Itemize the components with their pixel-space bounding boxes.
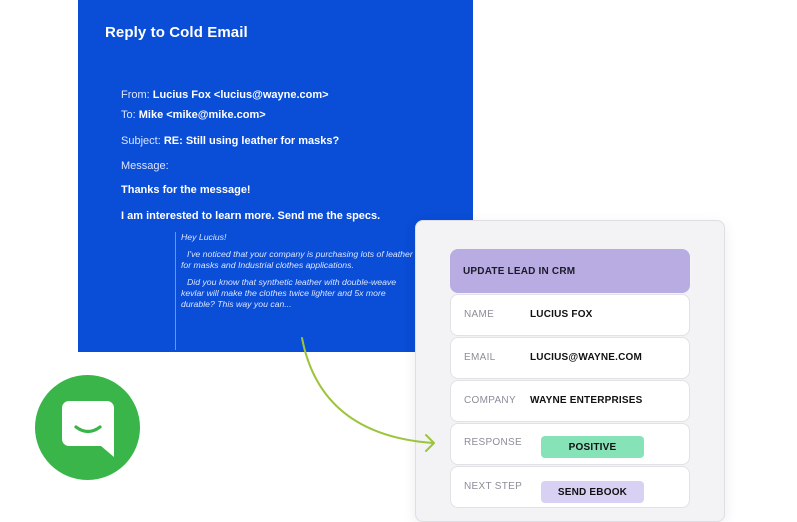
quote-paragraph-1: I've noticed that your company is purcha… (181, 249, 473, 271)
quote-greeting: Hey Lucius! (181, 232, 227, 242)
email-to: To: Mike <mike@mike.com> (121, 109, 266, 121)
field-label: EMAIL (464, 352, 496, 363)
email-card: Reply to Cold Email From: Lucius Fox <lu… (78, 0, 473, 352)
email-body-line-2: I am interested to learn more. Send me t… (121, 210, 381, 222)
crm-field-name[interactable]: NAME LUCIUS FOX (450, 294, 690, 336)
chat-logo-badge (35, 375, 140, 480)
email-message-label: Message: (121, 160, 169, 172)
crm-field-response[interactable]: RESPONSE POSITIVE (450, 423, 690, 465)
field-label: NEXT STEP (464, 481, 523, 492)
email-title: Reply to Cold Email (105, 24, 248, 41)
field-value: LUCIUS@WAYNE.COM (530, 352, 643, 363)
crm-update-card: UPDATE LEAD IN CRM NAME LUCIUS FOX EMAIL… (415, 220, 725, 522)
from-value: Lucius Fox <lucius@wayne.com> (152, 89, 329, 101)
field-value: WAYNE ENTERPRISES (530, 395, 643, 406)
subject-value: RE: Still using leather for masks? (163, 135, 340, 147)
chat-bubble-icon (62, 401, 114, 457)
message-label: Message: (121, 160, 169, 172)
crm-field-next-step[interactable]: NEXT STEP SEND EBOOK (450, 466, 690, 508)
quote-line-6: durable? This way you can... (181, 299, 292, 309)
next-step-ebook-pill: SEND EBOOK (541, 481, 644, 503)
response-positive-pill: POSITIVE (541, 436, 644, 458)
email-from: From: Lucius Fox <lucius@wayne.com> (121, 89, 329, 101)
curved-arrow-icon (301, 337, 435, 452)
to-value: Mike <mike@mike.com> (138, 109, 266, 121)
quote-line-3: for masks and Industrial clothes applica… (181, 260, 354, 270)
crm-field-company[interactable]: COMPANY WAYNE ENTERPRISES (450, 380, 690, 422)
field-label: COMPANY (464, 395, 516, 406)
email-body-line-1: Thanks for the message! (121, 184, 251, 196)
to-label: To: (121, 109, 136, 121)
field-value: LUCIUS FOX (530, 309, 593, 320)
field-label: NAME (464, 309, 495, 320)
subject-label: Subject: (121, 135, 161, 147)
quote-line-2: I've noticed that your company is purcha… (187, 249, 413, 259)
quote-line-4: Did you know that synthetic leather with… (187, 277, 397, 287)
crm-field-email[interactable]: EMAIL LUCIUS@WAYNE.COM (450, 337, 690, 379)
email-subject: Subject: RE: Still using leather for mas… (121, 135, 339, 147)
field-label: RESPONSE (464, 437, 522, 448)
quote-line-5: kevlar will make the clothes twice light… (181, 288, 386, 298)
crm-header: UPDATE LEAD IN CRM (450, 249, 690, 293)
from-label: From: (121, 89, 150, 101)
quoted-original-message: Hey Lucius! I've noticed that your compa… (175, 232, 473, 350)
quote-paragraph-2: Did you know that synthetic leather with… (181, 277, 473, 310)
